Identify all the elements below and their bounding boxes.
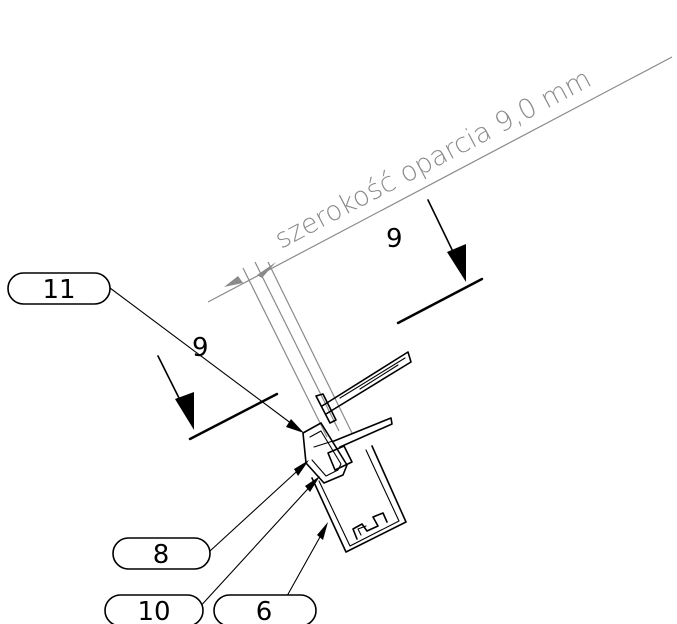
balloon-10-label: 10 <box>137 597 170 624</box>
upper-flange-hatch <box>359 364 399 390</box>
dimension-arrow-right <box>257 262 276 278</box>
clip-lug <box>327 445 353 471</box>
extension-line-1 <box>242 267 328 438</box>
section-mark-left: 9 <box>157 333 279 441</box>
extension-line-3 <box>267 261 353 434</box>
balloon-11-label: 11 <box>42 275 75 305</box>
balloon-8: 8 <box>112 537 211 570</box>
balloon-11: 11 <box>7 272 111 305</box>
section-mark-right: 9 <box>386 199 484 325</box>
leader-11 <box>109 287 301 431</box>
section-mark-left-label: 9 <box>192 333 209 363</box>
channel-slot <box>352 512 388 540</box>
dimension-label: szerokość oparcia 9,0 mm <box>270 63 597 255</box>
lower-flange <box>333 417 393 448</box>
upper-flange-return <box>315 393 337 424</box>
leader-6-arrow <box>317 522 328 540</box>
section-arrow-right-head <box>447 244 466 282</box>
profile-assembly <box>302 351 412 553</box>
dimension-group: szerokość oparcia 9,0 mm <box>207 56 673 438</box>
upper-flange-inner <box>339 357 406 399</box>
leaders <box>109 287 328 611</box>
upper-flange <box>321 351 412 415</box>
section-arrow-left-head <box>175 392 194 430</box>
section-cut-line-right <box>396 277 484 325</box>
dimension-arrow-left <box>224 276 243 287</box>
channel-inner <box>318 449 400 547</box>
balloon-8-label: 8 <box>153 540 170 570</box>
leader-10-arrow <box>305 476 320 492</box>
balloon-10: 10 <box>104 594 204 624</box>
section-mark-right-label: 9 <box>386 224 403 254</box>
channel-slot-inner <box>357 525 367 536</box>
extension-line-2 <box>254 261 340 432</box>
clip-detail <box>313 440 334 448</box>
leader-6 <box>286 527 326 597</box>
balloon-6-label: 6 <box>256 597 273 624</box>
leader-8-arrow <box>294 460 309 476</box>
section-cut-line-left <box>188 392 279 441</box>
channel-outer <box>311 445 407 553</box>
leader-8 <box>209 462 307 552</box>
leader-10 <box>196 479 317 611</box>
balloon-6: 6 <box>213 594 317 624</box>
leader-11-arrow <box>286 419 304 433</box>
dimension-line <box>207 56 673 303</box>
